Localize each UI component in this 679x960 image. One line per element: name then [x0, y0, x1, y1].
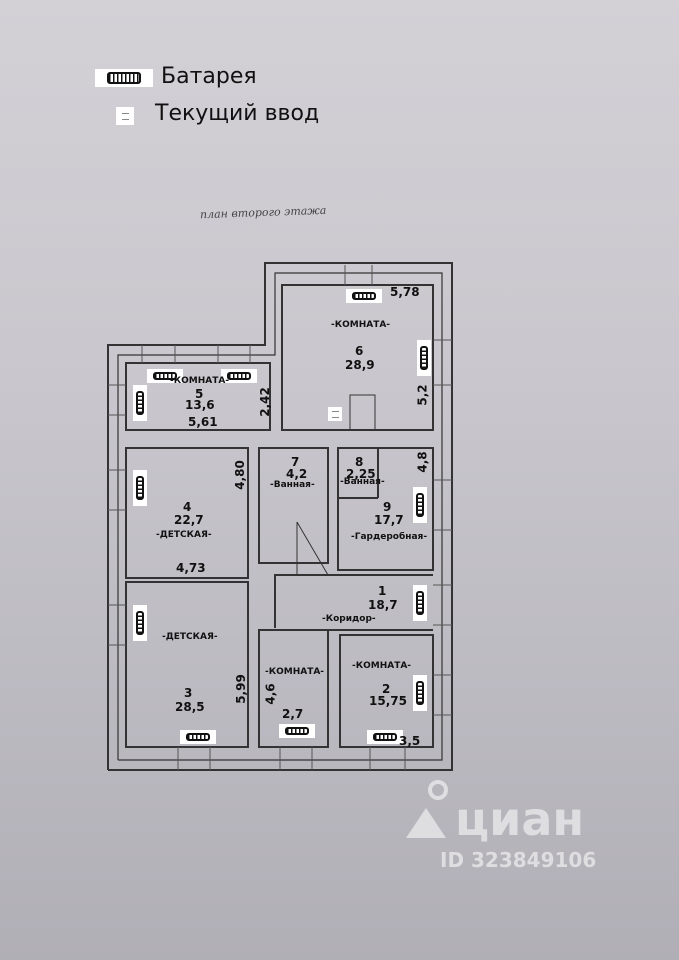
- room-5-area: 13,6: [185, 398, 215, 412]
- corridor-walls: [274, 574, 433, 628]
- room-1-number: 1: [378, 584, 387, 598]
- room-1-area: 18,7: [368, 598, 398, 612]
- current-input-icon: [328, 407, 342, 421]
- room-5-walls: [125, 362, 271, 431]
- room-7-walls: [258, 447, 329, 564]
- battery-icon: [346, 289, 382, 303]
- room-2-width: 3,5: [399, 734, 421, 748]
- room-9-name: -Гардеробная-: [351, 532, 428, 542]
- room-2-area: 15,75: [369, 694, 407, 708]
- room-small-length: 4,6: [263, 683, 278, 705]
- room-5-width: 5,61: [188, 415, 218, 429]
- room-5-number: 5: [195, 387, 204, 401]
- room-4-name: -ДЕТСКАЯ-: [156, 530, 212, 540]
- room-6-area: 28,9: [345, 358, 375, 372]
- room-4-length: 4,80: [232, 460, 247, 490]
- room-5-name: -КОМНАТА-: [170, 376, 230, 386]
- room-9-number: 9: [383, 500, 392, 514]
- battery-icon: [413, 487, 427, 523]
- legend-battery-label: Батарея: [161, 64, 257, 89]
- room-9-area: 17,7: [374, 513, 404, 527]
- room-5-length: 2,42: [257, 387, 272, 417]
- room-6-name: -КОМНАТА-: [331, 320, 391, 330]
- battery-icon: [133, 470, 147, 506]
- room-7-number: 7: [291, 455, 300, 469]
- battery-icon: [417, 340, 431, 376]
- room-3-walls: [125, 581, 249, 748]
- battery-icon: [133, 605, 147, 641]
- current-input-legend-icon: [116, 107, 134, 125]
- room-6-width: 5,78: [390, 285, 420, 299]
- battery-icon: [367, 730, 403, 744]
- watermark-brand: циан: [455, 792, 585, 846]
- room-6-length: 5,2: [415, 384, 430, 406]
- inner-outer-wall: [117, 272, 443, 761]
- room-7-area: 4,2: [286, 467, 308, 481]
- room-small-width: 2,7: [282, 707, 304, 721]
- room-small-name: -КОМНАТА-: [265, 667, 325, 677]
- room-3-length: 5,99: [233, 674, 248, 704]
- room-2-7-walls: [258, 629, 329, 748]
- battery-icon: [413, 585, 427, 621]
- battery-icon: [413, 675, 427, 711]
- battery-icon: [180, 730, 216, 744]
- battery-icon: [147, 369, 183, 383]
- room-8-number: 8: [355, 455, 364, 469]
- room-3-area: 28,5: [175, 700, 205, 714]
- outer-wall: [107, 262, 453, 771]
- battery-icon: [133, 385, 147, 421]
- room-7-name: -Ванная-: [270, 480, 315, 490]
- room-4-number: 4: [183, 500, 192, 514]
- room-8-name: -Ванная-: [340, 477, 385, 487]
- room-4-area: 22,7: [174, 513, 204, 527]
- room-2-number: 2: [382, 682, 391, 696]
- room-6-number: 6: [355, 344, 364, 358]
- room-3-number: 3: [184, 686, 193, 700]
- room-8-9-walls: [337, 447, 434, 571]
- cian-logo-icon: [406, 780, 448, 838]
- room-8-area: 2,25: [346, 467, 376, 481]
- watermark-id: ID 323849106: [440, 848, 597, 872]
- room-2-walls: [339, 634, 434, 748]
- legend-current-input-label: Текущий ввод: [155, 101, 320, 126]
- room-1-name: -Коридор-: [322, 614, 376, 624]
- room-4-walls: [125, 447, 249, 579]
- room-4-width: 4,73: [176, 561, 206, 575]
- battery-icon: [221, 369, 257, 383]
- battery-icon: [279, 724, 315, 738]
- room-2-name: -КОМНАТА-: [352, 661, 412, 671]
- battery-legend-icon: [95, 69, 153, 87]
- room-8-9-length: 4,8: [415, 451, 430, 473]
- room-3-name: -ДЕТСКАЯ-: [162, 632, 218, 642]
